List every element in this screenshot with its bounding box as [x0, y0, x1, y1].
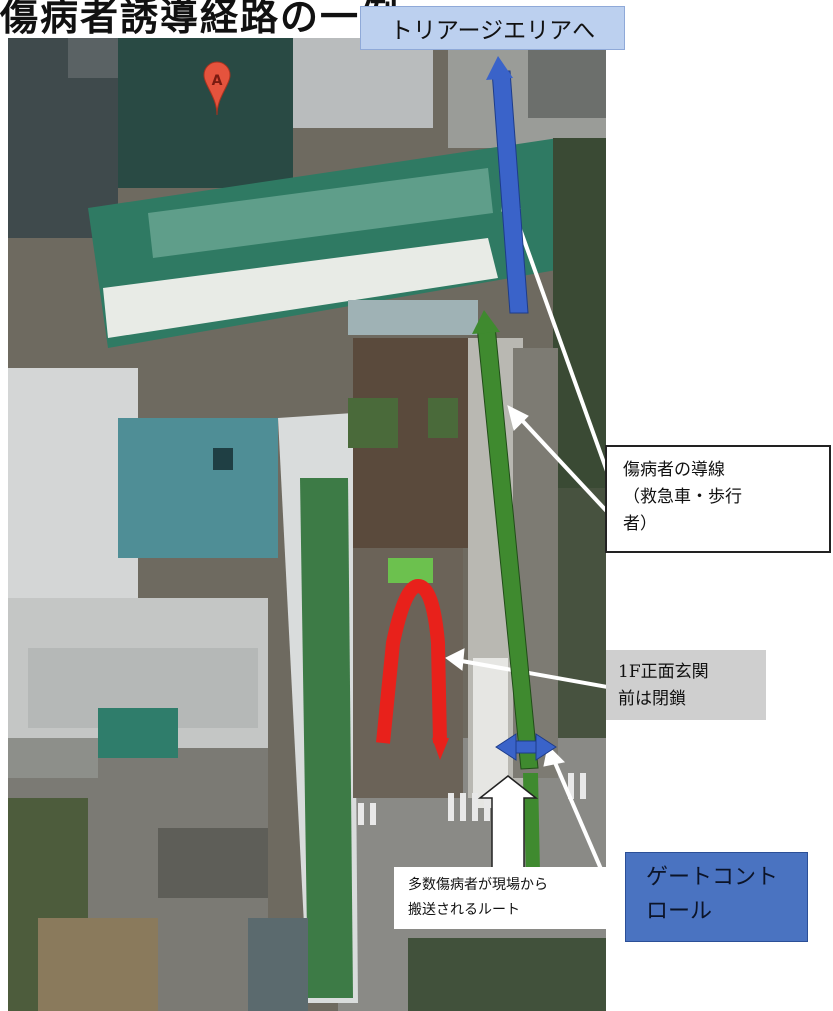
mass-casualty-line1: 多数傷病者が現場から — [408, 877, 548, 893]
pointer-arrow-upper — [508, 200, 606, 475]
route-arrow-patient-flow — [472, 310, 539, 770]
triage-area-label: トリアージエリアへ — [360, 6, 625, 50]
pointer-arrow-entrance — [455, 658, 606, 689]
route-arrow-mass-casualty — [477, 775, 539, 869]
patient-flow-line2: （救急車・歩行 — [623, 487, 742, 507]
gate-control-callout: ゲートコント ロール — [625, 852, 808, 942]
page-title: 傷病者誘導経路の一例 — [0, 0, 401, 39]
triage-area-text: トリアージエリアへ — [389, 18, 596, 44]
pointer-arrow-middle — [516, 414, 606, 514]
entrance-closed-line1: 1F正面玄関 — [618, 662, 709, 682]
map-marker-icon: A — [203, 61, 231, 116]
route-uturn-arrow-closed-entrance — [376, 578, 449, 760]
pointer-arrowhead-middle — [507, 405, 529, 431]
mass-casualty-line2: 搬送されるルート — [408, 902, 520, 918]
map-marker-label: A — [212, 73, 223, 89]
entrance-closed-callout: 1F正面玄関 前は閉鎖 — [606, 650, 766, 720]
patient-flow-line1: 傷病者の導線 — [623, 460, 725, 480]
route-arrow-triage — [486, 56, 529, 314]
pointer-arrowhead-entrance — [445, 648, 465, 671]
gate-control-line1: ゲートコント — [646, 865, 779, 890]
patient-flow-line3: 者） — [623, 514, 657, 534]
patient-flow-callout: 傷病者の導線 （救急車・歩行 者） — [605, 445, 831, 553]
entrance-closed-line2: 前は閉鎖 — [618, 689, 686, 709]
gate-control-line2: ロール — [646, 899, 713, 924]
mass-casualty-route-callout: 多数傷病者が現場から 搬送されるルート — [394, 867, 606, 929]
pointer-arrow-gate — [551, 757, 606, 886]
aerial-map: A — [8, 38, 606, 1011]
gate-double-arrow — [495, 733, 557, 761]
